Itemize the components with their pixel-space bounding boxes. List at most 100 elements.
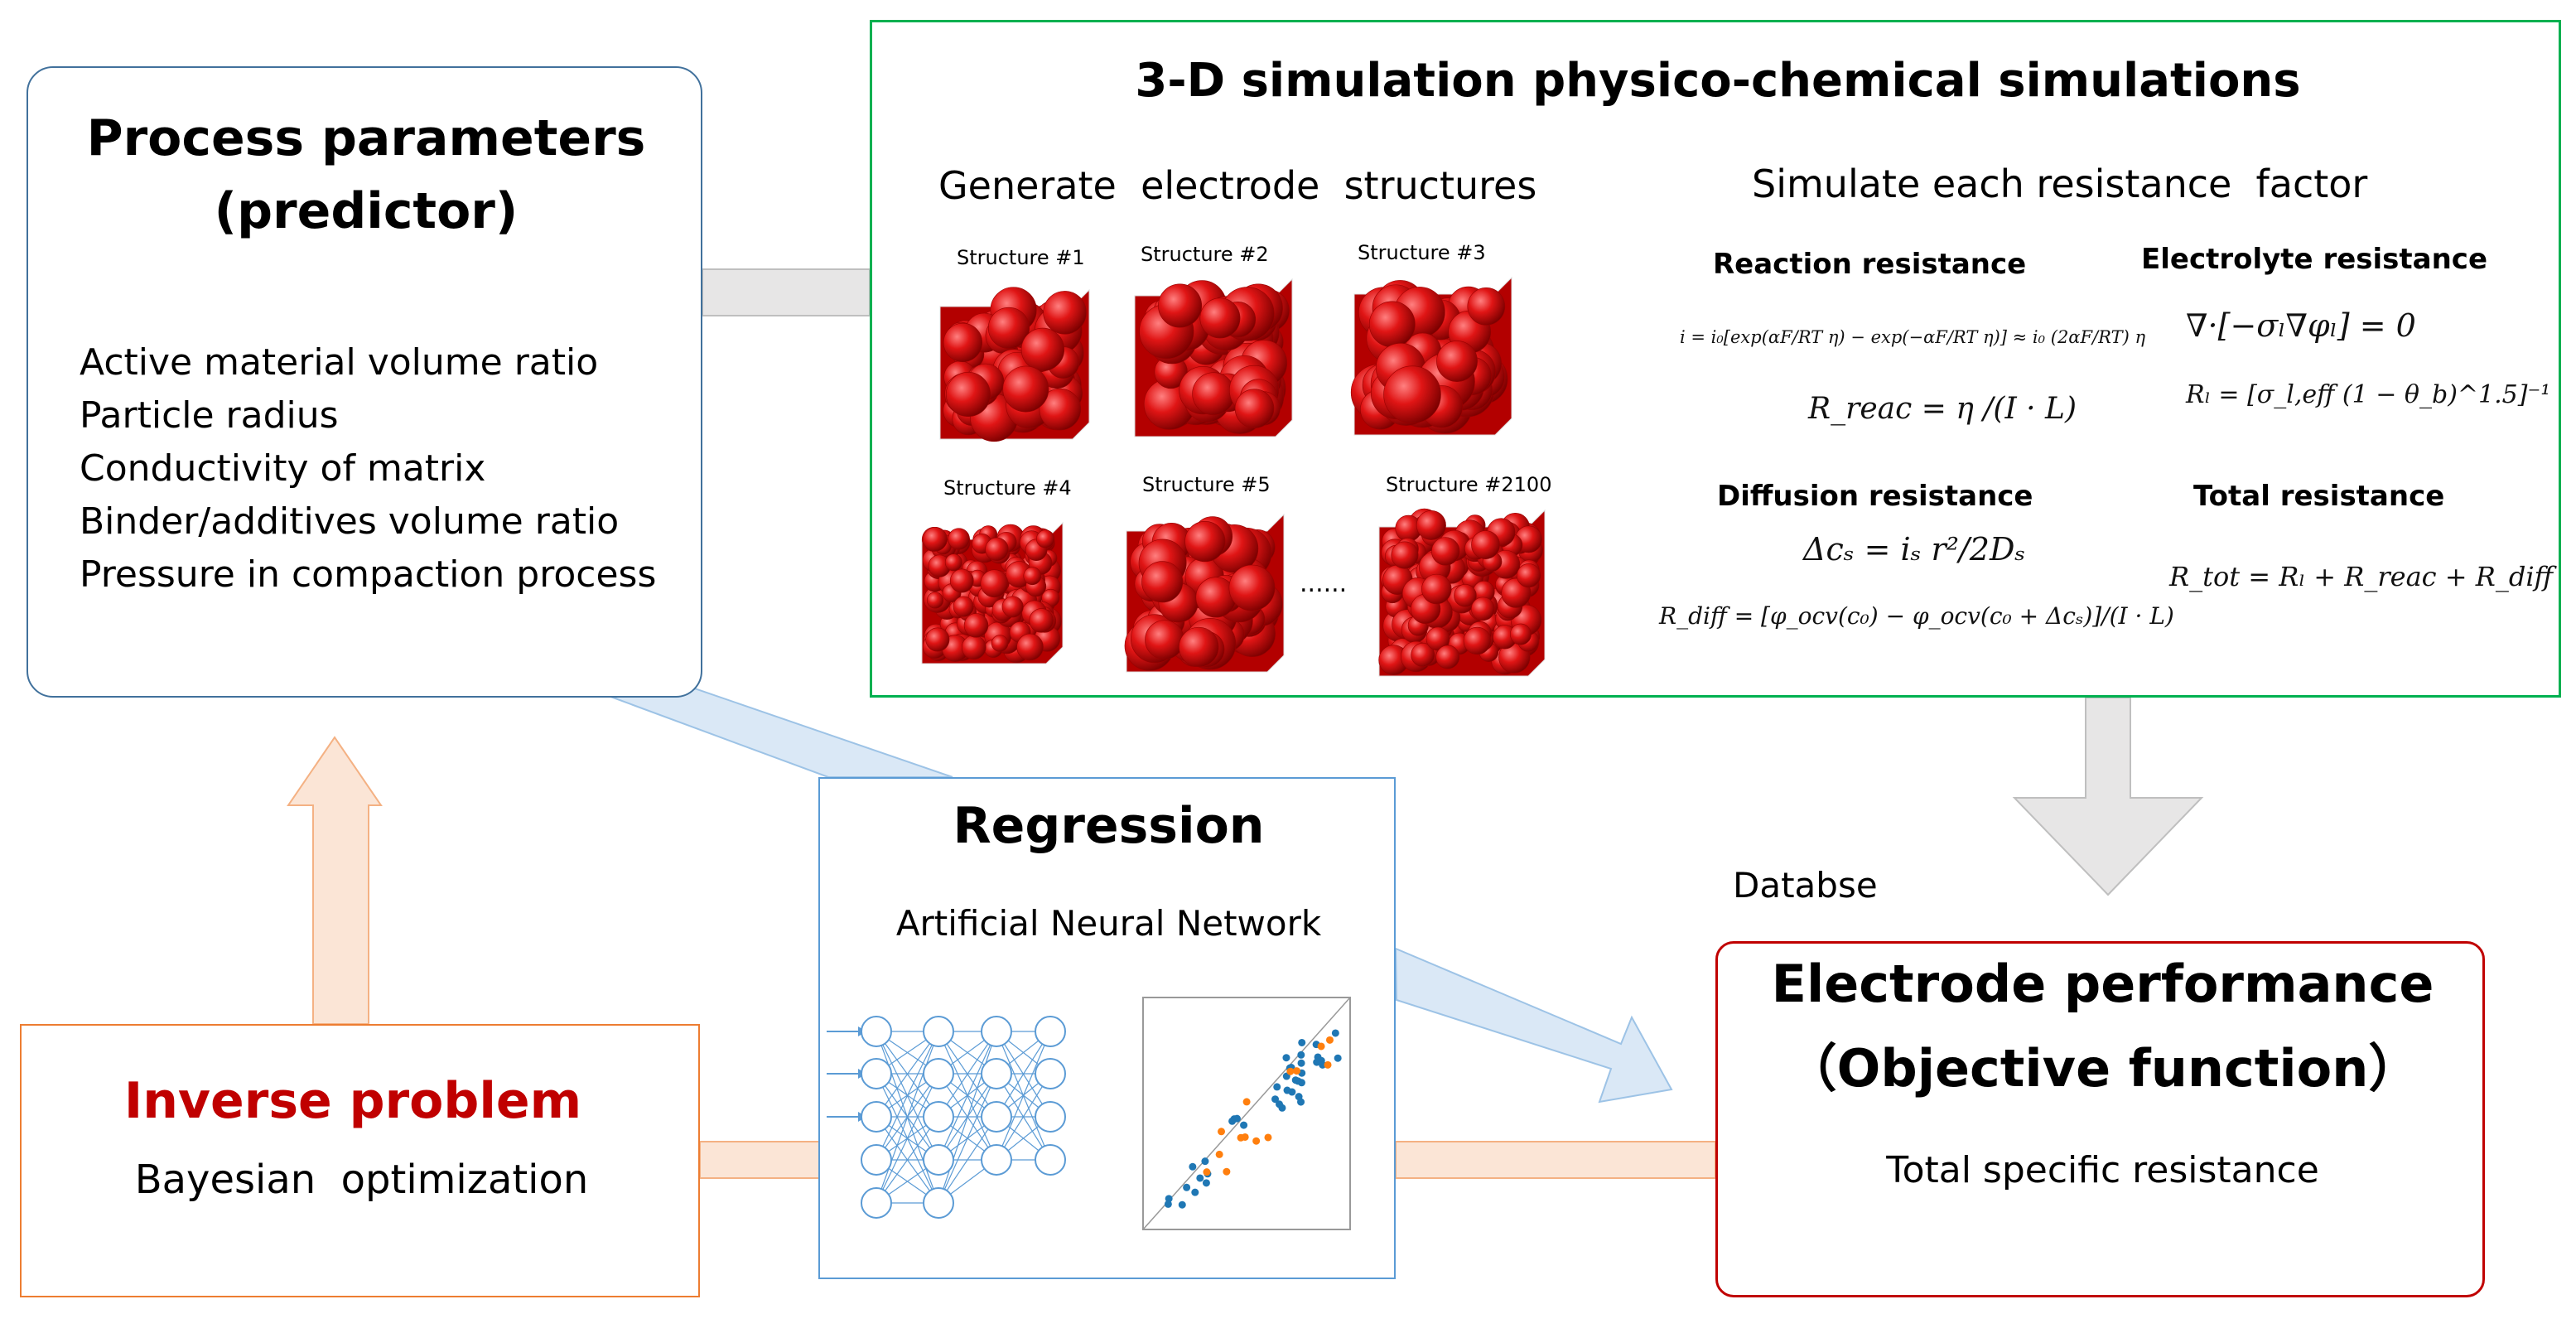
- particle-sphere: [1184, 521, 1226, 563]
- nn-node: [923, 1016, 954, 1047]
- particle-sphere: [1383, 365, 1441, 424]
- nn-edge: [876, 1031, 939, 1118]
- nn-edge: [938, 1116, 997, 1204]
- inverse-problem-box: Inverse problem Bayesian optimization: [20, 1024, 700, 1297]
- electrolyte-resistance-label: Electrolyte resistance: [2141, 243, 2488, 276]
- nn-node: [861, 1187, 892, 1219]
- electrolyte-equation-1: ∇·[−σₗ∇φₗ] = 0: [2186, 307, 2416, 344]
- scatter-point-test: [1218, 1128, 1226, 1136]
- particle-sphere: [1039, 388, 1082, 431]
- nn-edge: [996, 1073, 1051, 1161]
- particle-sphere: [1234, 389, 1275, 428]
- performance-box: Electrode performance （Objective functio…: [1715, 941, 2485, 1297]
- electrolyte-equation-2: Rₗ = [σ_l,eff (1 − θ_b)^1.5]⁻¹: [2186, 380, 2551, 409]
- scatter-point-test: [1324, 1060, 1332, 1069]
- particle-sphere: [1467, 287, 1506, 326]
- inverse-subtitle: Bayesian optimization: [134, 1157, 589, 1203]
- particle-sphere: [980, 569, 1009, 598]
- scatter-point-train: [1191, 1188, 1199, 1196]
- particle-sphere: [962, 635, 987, 660]
- electrode-structure-image: [939, 287, 1090, 442]
- nn-edge: [876, 1031, 939, 1161]
- particle-sphere: [991, 635, 1009, 652]
- structure-label: Structure #1: [957, 246, 1085, 269]
- structure-label: Structure #5: [1142, 473, 1271, 496]
- regression-title: Regression: [953, 797, 1265, 855]
- particle-sphere: [1199, 297, 1241, 339]
- particle-sphere: [987, 307, 1030, 349]
- particle-sphere: [948, 528, 970, 550]
- parity-plot-icon: [1142, 997, 1351, 1230]
- particle-sphere: [1463, 626, 1492, 655]
- particle-sphere: [953, 596, 974, 617]
- particle-sphere: [1029, 608, 1054, 633]
- scatter-point-test: [1325, 1036, 1334, 1044]
- process-parameters-box: Process parameters (predictor) Active ma…: [27, 66, 702, 698]
- particle-sphere: [1158, 283, 1203, 328]
- scatter-point-train: [1297, 1051, 1305, 1059]
- performance-body: Total specific resistance: [1886, 1149, 2319, 1191]
- total-equation: R_tot = Rₗ + R_reac + R_diff: [2169, 561, 2554, 592]
- scatter-point-test: [1293, 1067, 1301, 1075]
- particle-sphere: [1179, 626, 1219, 668]
- particle-sphere: [1228, 564, 1276, 611]
- structures-heading: Generate electrode structures: [938, 163, 1537, 208]
- scatter-point-train: [1331, 1029, 1339, 1037]
- inverse-title: Inverse problem: [123, 1072, 582, 1130]
- particle-sphere: [1141, 561, 1184, 603]
- scatter-point-train: [1202, 1179, 1210, 1187]
- process-item: Active material volume ratio: [80, 341, 599, 384]
- resistance-heading: Simulate each resistance factor: [1752, 162, 2368, 206]
- electrode-structure-image: [1134, 278, 1293, 437]
- scatter-point-train: [1334, 1054, 1342, 1062]
- particle-sphere: [1002, 365, 1049, 413]
- structure-label: Structure #2: [1141, 243, 1269, 266]
- nn-node: [861, 1058, 892, 1089]
- scatter-point-train: [1271, 1095, 1280, 1104]
- nn-edge: [876, 1031, 939, 1204]
- particle-sphere: [1510, 623, 1532, 645]
- reaction-equation-2: R_reac = η /(I · L): [1808, 392, 2077, 426]
- scatter-point-test: [1286, 1067, 1295, 1075]
- structure-label: Structure #4: [943, 476, 1072, 500]
- scatter-point-train: [1178, 1200, 1186, 1209]
- scatter-point-train: [1297, 1079, 1305, 1087]
- particle-sphere: [1391, 541, 1419, 569]
- scatter-point-train: [1240, 1121, 1248, 1129]
- regression-subtitle: Artificial Neural Network: [895, 903, 1322, 944]
- process-item: Conductivity of matrix: [80, 447, 486, 490]
- connector-inverse-to-regression: [699, 1141, 821, 1179]
- scatter-point-train: [1273, 1083, 1281, 1091]
- particle-sphere: [1436, 341, 1478, 382]
- particle-sphere: [1471, 530, 1500, 559]
- electrode-structure-image: [1350, 276, 1512, 436]
- nn-node: [981, 1016, 1012, 1047]
- scatter-point-test: [1223, 1167, 1231, 1176]
- scatter-point-test: [1264, 1133, 1272, 1142]
- particle-sphere: [945, 372, 991, 417]
- scatter-point-train: [1183, 1183, 1191, 1191]
- scatter-point-test: [1237, 1133, 1245, 1142]
- scatter-point-train: [1165, 1195, 1173, 1203]
- particle-sphere: [963, 613, 989, 638]
- scatter-point-train: [1288, 1088, 1296, 1096]
- particle-sphere: [926, 592, 944, 609]
- particle-sphere: [1192, 372, 1235, 416]
- particle-sphere: [1416, 510, 1446, 540]
- performance-title: Electrode performance: [1771, 954, 2434, 1014]
- particle-sphere: [944, 553, 962, 572]
- nn-node: [1035, 1058, 1066, 1089]
- process-title: Process parameters: [86, 109, 646, 167]
- structure-label: Structure #3: [1358, 241, 1486, 264]
- reaction-equation-1: i = i₀[exp(αF/RT η) − exp(−αF/RT η)] ≈ i…: [1680, 327, 2146, 347]
- scatter-point-train: [1228, 1117, 1237, 1125]
- nn-node: [1035, 1016, 1066, 1047]
- scatter-point-train: [1297, 1059, 1305, 1067]
- particle-sphere: [923, 527, 948, 552]
- nn-node: [923, 1058, 954, 1089]
- particle-sphere: [985, 537, 1009, 562]
- scatter-point-train: [1282, 1054, 1290, 1062]
- nn-edge: [876, 1116, 939, 1204]
- particle-sphere: [925, 627, 950, 652]
